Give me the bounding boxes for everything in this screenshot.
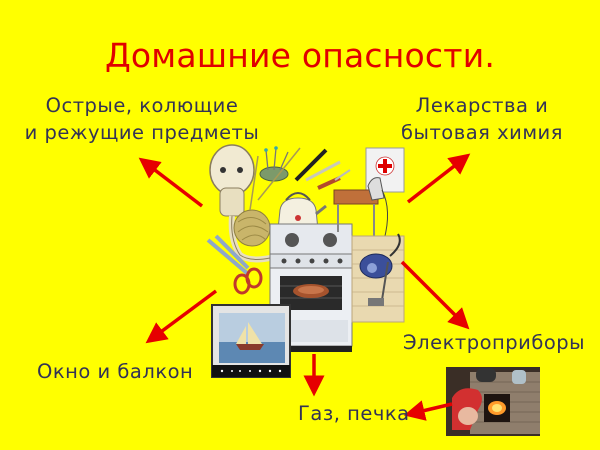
arrows: [138, 153, 471, 421]
knives-fork-icon: [294, 148, 351, 190]
child-at-stove-photo: [446, 367, 540, 436]
label-meds-line1: Лекарства и: [415, 94, 549, 117]
window-sailboat-icon: [211, 304, 291, 378]
vacuum-cleaner-icon: [351, 233, 405, 323]
arrow-to-window-icon: [145, 289, 218, 344]
electric-plug-icon: [209, 144, 271, 263]
arrow-to-electro-icon: [400, 260, 470, 330]
label-window-balcony: Окно и балкон: [37, 360, 194, 383]
scissors-icon: [206, 234, 263, 295]
arrow-to-meds-icon: [406, 153, 471, 204]
label-sharp-line2: и режущие предметы: [24, 121, 260, 144]
label-gas-stove: Газ, печка: [298, 402, 410, 425]
kettle-icon: [277, 192, 327, 231]
arrow-photo-to-gas-icon: [403, 400, 453, 421]
label-electrical-appliances: Электроприборы: [403, 331, 586, 354]
label-meds-line2: бытовая химия: [401, 121, 563, 144]
slide-title: Домашние опасности.: [104, 36, 496, 75]
arrow-to-sharp-icon: [138, 157, 204, 208]
pincushion-icon: [259, 146, 289, 182]
label-sharp-objects: Острые, колющие и режущие предметы: [2, 92, 282, 146]
table-icon: [333, 189, 379, 238]
yarn-ball-icon: [233, 147, 301, 247]
iron-icon: [367, 177, 388, 241]
label-sharp-line1: Острые, колющие: [45, 94, 239, 117]
label-medicine-chemicals: Лекарства и бытовая химия: [384, 92, 580, 146]
household-hazards-collage: [206, 144, 405, 378]
first-aid-cabinet-icon: [365, 147, 405, 193]
